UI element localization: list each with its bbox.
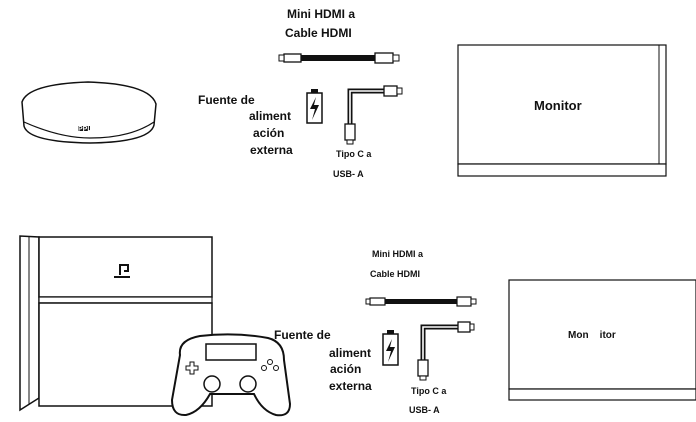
monitor-top-icon: [457, 44, 667, 177]
hdmi-label-bottom-line1: Mini HDMI a: [372, 249, 423, 259]
power-label-bottom-line1: Fuente de: [274, 328, 331, 342]
usb-label-bottom-line2: USB- A: [409, 405, 440, 415]
lightning-bolt-icon: [310, 97, 319, 120]
playstation-logo-icon: [114, 264, 130, 278]
hdmi-cable-bottom-icon: [365, 296, 477, 307]
power-adapter-top-icon: [306, 89, 323, 124]
hdmi-label-line1: Mini HDMI a: [287, 7, 355, 21]
usb-c-cable-top-icon: [344, 85, 403, 145]
device-logo-mark: [78, 126, 90, 131]
hdmi-label-line2: Cable HDMI: [285, 26, 352, 40]
game-controller-icon: [170, 333, 292, 417]
monitor-bottom-icon: [508, 279, 696, 401]
usb-label-line1: Tipo C a: [336, 149, 372, 159]
usb-label-line2: USB- A: [333, 169, 364, 179]
monitor-label-top: Monitor: [534, 98, 582, 113]
usb-label-bottom-line1: Tipo C a: [411, 386, 447, 396]
usb-c-cable-bottom-icon: [417, 321, 475, 381]
device-logo-text: PPLE: [78, 126, 97, 133]
hdmi-cable-top-icon: [278, 52, 400, 64]
power-label-line1: Fuente de: [198, 93, 255, 107]
power-adapter-bottom-icon: [382, 330, 399, 366]
power-label-line4: externa: [250, 143, 293, 157]
hdmi-label-bottom-line2: Cable HDMI: [370, 269, 421, 279]
lightning-bolt-icon: [386, 339, 395, 362]
monitor-label-bottom: Mon itor: [568, 330, 616, 341]
power-label-line3: ación: [253, 126, 285, 140]
power-label-bottom-line4: externa: [329, 379, 372, 393]
power-label-line2: aliment: [249, 109, 292, 123]
streaming-box-icon: [21, 81, 157, 144]
power-label-bottom-line2: aliment: [329, 346, 372, 360]
power-label-bottom-line3: ación: [330, 362, 362, 376]
